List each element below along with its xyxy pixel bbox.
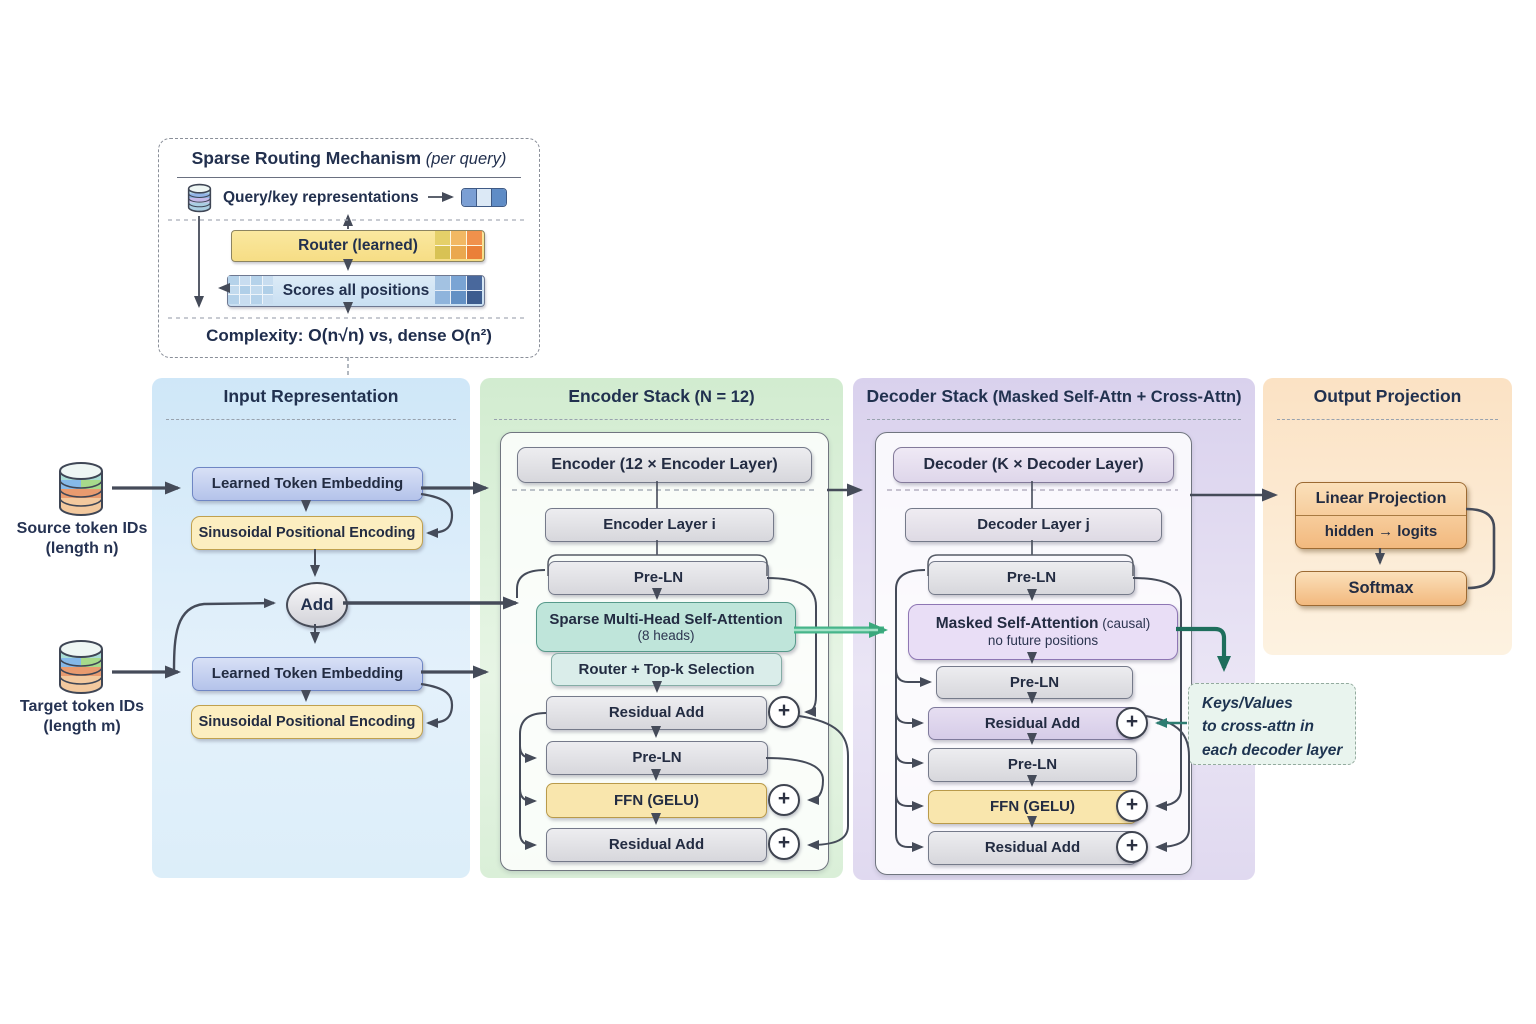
encoder-panel-title: Encoder Stack (N = 12) <box>568 386 755 406</box>
encoder-pre-ln-1-box: Pre-LN <box>548 561 769 595</box>
source-database-icon <box>55 460 107 518</box>
decoder-panel-title-divider <box>867 419 1241 420</box>
input-panel-title-divider <box>166 419 456 420</box>
target-database-icon <box>55 638 107 696</box>
decoder-pre-ln-3-box: Pre-LN <box>928 748 1137 782</box>
softmax-box: Softmax <box>1295 571 1467 606</box>
decoder-residual-2-plus-circle: + <box>1116 831 1148 863</box>
decoder-residual-1-plus-circle: + <box>1116 707 1148 739</box>
scores-right-cells-icon <box>435 276 482 304</box>
target-token-label: Target token IDs (length m) <box>19 698 145 735</box>
encoder-residual-2-plus-circle: + <box>768 828 800 860</box>
decoder-ffn-box: FFN (GELU) <box>928 790 1137 824</box>
encoder-layer-box: Encoder Layer i <box>545 508 774 542</box>
sparse-routing-box: Sparse Routing Mechanism (per query) Que… <box>158 138 540 358</box>
decoder-pre-ln-2-box: Pre-LN <box>936 666 1133 699</box>
encoder-residual-1-plus-circle: + <box>768 696 800 728</box>
query-key-cells-icon <box>461 188 507 207</box>
encoder-residual-1-box: Residual Add <box>546 696 767 730</box>
source-token-embedding-box: Learned Token Embedding <box>192 467 423 501</box>
decoder-layer-box: Decoder Layer j <box>905 508 1162 542</box>
decoder-ffn-plus-circle: + <box>1116 790 1148 822</box>
encoder-pre-ln-2-box: Pre-LN <box>546 741 768 775</box>
encoder-panel-title-divider <box>494 419 829 420</box>
sparse-routing-title-underline <box>177 177 521 178</box>
encoder-residual-2-box: Residual Add <box>546 828 767 862</box>
decoder-panel-title: Decoder Stack (Masked Self-Attn + Cross-… <box>866 386 1242 406</box>
encoder-main-box: Encoder (12 × Encoder Layer) <box>517 447 812 483</box>
query-key-label: Query/key representations <box>223 189 419 206</box>
scores-left-cells-icon <box>228 276 273 304</box>
masked-self-attention-box: Masked Self-Attention (causal) no future… <box>908 604 1178 660</box>
input-panel-title: Input Representation <box>223 386 399 406</box>
decoder-residual-2-box: Residual Add <box>928 831 1137 865</box>
source-token-label: Source token IDs (length n) <box>16 520 148 557</box>
router-topk-box: Router + Top-k Selection <box>551 653 782 686</box>
decoder-main-box: Decoder (K × Decoder Layer) <box>893 447 1174 483</box>
sparse-routing-title: Sparse Routing Mechanism (per query) <box>191 148 507 168</box>
decoder-residual-1-box: Residual Add <box>928 707 1137 740</box>
output-panel-title-divider <box>1277 419 1498 420</box>
keys-values-note: Keys/Values to cross-attn in each decode… <box>1188 683 1356 765</box>
source-positional-encoding-box: Sinusoidal Positional Encoding <box>191 516 423 550</box>
router-cells-icon <box>435 231 482 259</box>
decoder-pre-ln-1-box: Pre-LN <box>928 561 1135 595</box>
encoder-ffn-plus-circle: + <box>768 784 800 816</box>
encoder-ffn-box: FFN (GELU) <box>546 783 767 818</box>
database-icon <box>186 183 213 213</box>
linear-projection-box: Linear Projection hidden → logits <box>1295 482 1467 549</box>
target-positional-encoding-box: Sinusoidal Positional Encoding <box>191 705 423 739</box>
complexity-note: Complexity: O(n√n) vs, dense O(n²) <box>206 325 492 345</box>
input-representation-panel: Input Representation <box>152 378 470 878</box>
add-node: Add <box>286 582 348 628</box>
target-token-embedding-box: Learned Token Embedding <box>192 657 423 691</box>
output-panel-title: Output Projection <box>1313 386 1462 406</box>
sparse-attention-box: Sparse Multi-Head Self-Attention (8 head… <box>536 602 796 652</box>
